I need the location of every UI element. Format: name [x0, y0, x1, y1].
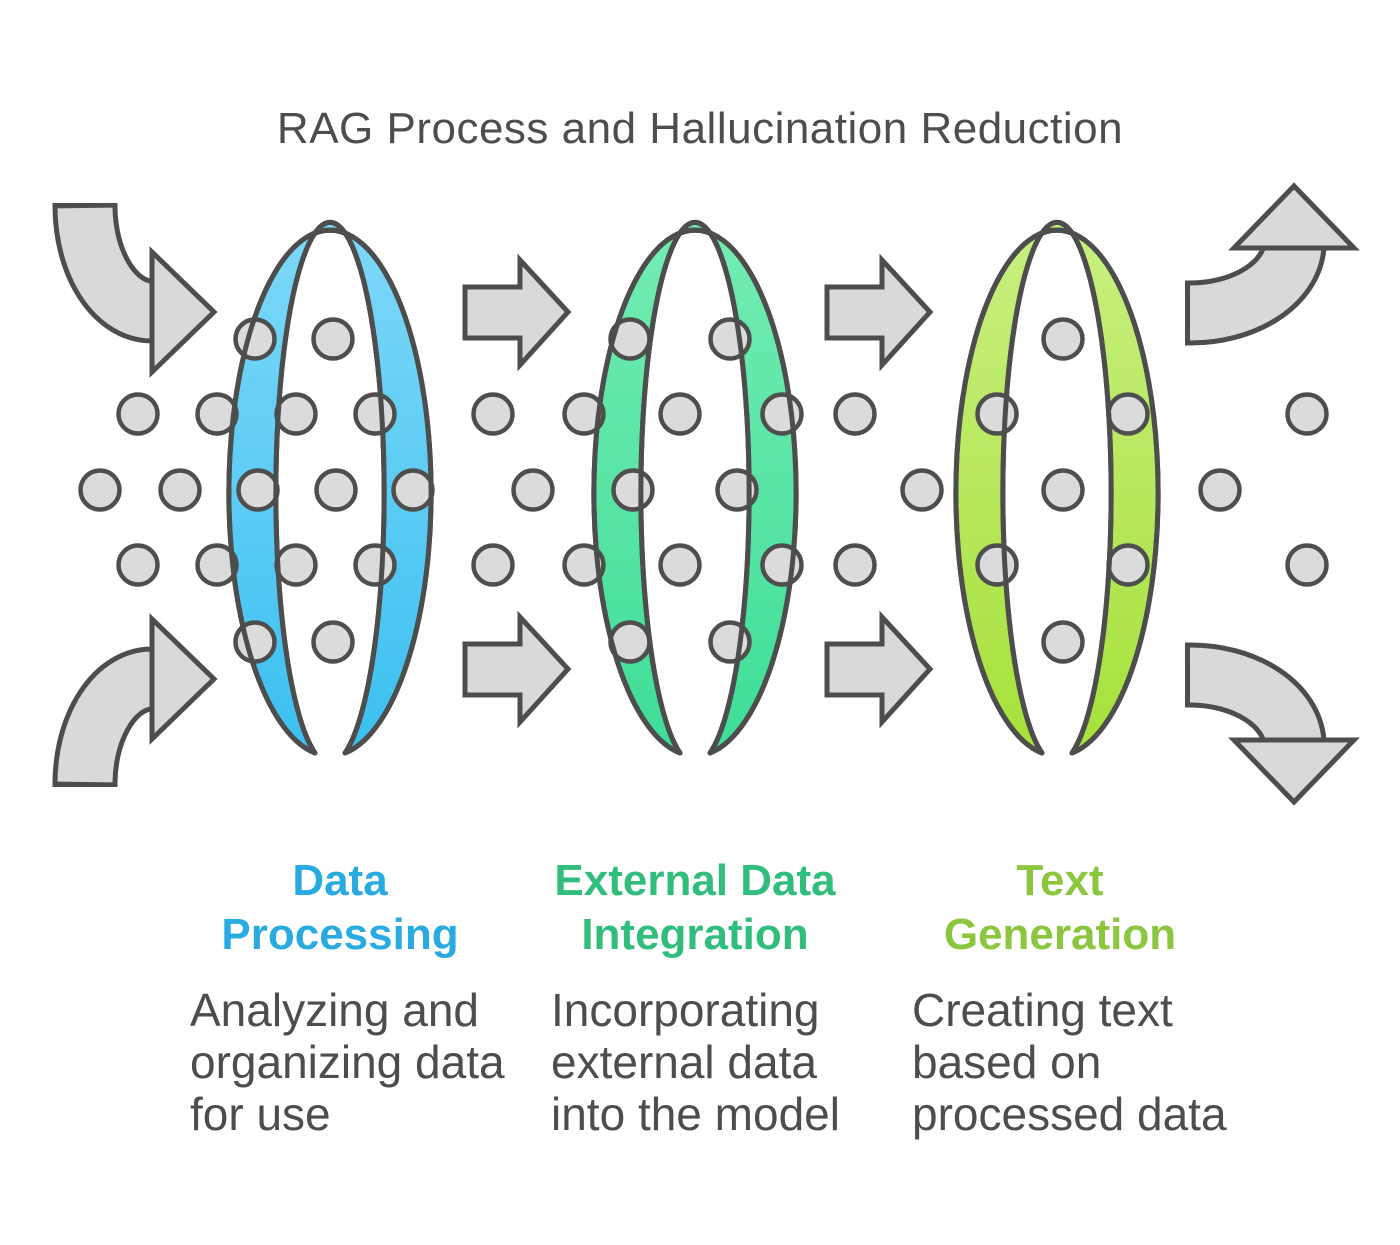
data-dot-icon: [311, 620, 355, 664]
data-dot-icon: [195, 543, 239, 587]
curved-flow-in-bottom-arrow-icon: [52, 613, 218, 787]
data-dot-icon: [311, 317, 355, 361]
data-dot-icon: [158, 468, 202, 512]
diagram-title: RAG Process and Hallucination Reduction: [276, 104, 1124, 153]
data-dot-icon: [611, 468, 655, 512]
description-data-processing: Analyzing and organizing data for use: [190, 984, 505, 1140]
data-dot-icon: [116, 392, 160, 436]
heading-data-processing: Data Processing: [221, 856, 459, 959]
data-dot-icon: [1285, 543, 1329, 587]
data-dot-icon: [562, 392, 606, 436]
data-dot-icon: [116, 543, 160, 587]
curved-flow-out-bottom-arrow-icon: [1185, 642, 1360, 806]
data-dot-icon: [471, 392, 515, 436]
data-dot-icon: [1106, 543, 1150, 587]
data-dot-icon: [975, 543, 1019, 587]
data-dot-icon: [1285, 392, 1329, 436]
data-dot-icon: [274, 543, 318, 587]
data-dot-icon: [471, 543, 515, 587]
curved-flow-in-top-arrow-icon: [52, 203, 218, 378]
data-dot-icon: [353, 543, 397, 587]
data-dot-icon: [1041, 468, 1085, 512]
data-dot-icon: [1106, 392, 1150, 436]
data-dot-icon: [900, 468, 944, 512]
data-dot-icon: [391, 468, 435, 512]
data-dot-icon: [1198, 468, 1242, 512]
data-dot-icon: [1041, 620, 1085, 664]
data-dot-icon: [78, 468, 122, 512]
data-dot-icon: [236, 468, 280, 512]
data-dot-icon: [658, 392, 702, 436]
curved-flow-out-top-arrow-icon: [1185, 182, 1360, 346]
heading-text-generation: Text Generation: [943, 856, 1177, 959]
data-dot-icon: [760, 392, 804, 436]
data-dot-icon: [314, 468, 358, 512]
data-dot-icon: [562, 543, 606, 587]
data-dot-icon: [1041, 317, 1085, 361]
description-text-generation: Creating text based on processed data: [912, 984, 1227, 1140]
data-dot-icon: [511, 468, 555, 512]
data-dot-icon: [658, 543, 702, 587]
description-external-data-integration: Incorporating external data into the mod…: [551, 984, 840, 1140]
heading-external-data-integration: External Data Integration: [554, 856, 836, 959]
data-dot-icon: [195, 392, 239, 436]
data-dot-icon: [274, 392, 318, 436]
data-dot-icon: [833, 543, 877, 587]
data-dot-icon: [833, 392, 877, 436]
data-dot-icon: [975, 392, 1019, 436]
data-dot-icon: [233, 317, 277, 361]
filter-ring-outline: [229, 222, 1158, 753]
right-flow-arrow-icon: [462, 253, 934, 729]
data-dot-icon: [353, 392, 397, 436]
data-dot-icon: [78, 317, 1329, 664]
